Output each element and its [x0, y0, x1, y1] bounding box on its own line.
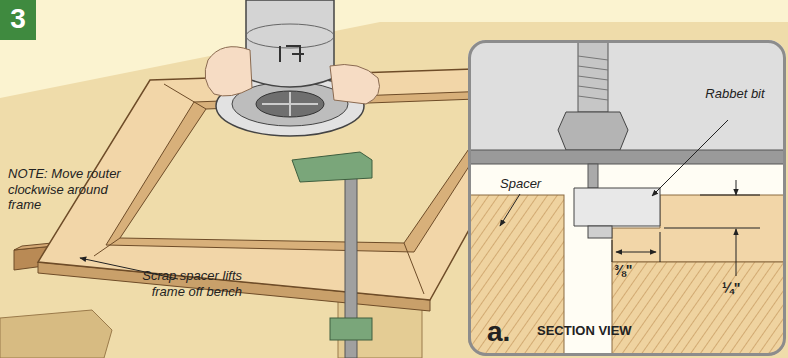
view-letter: a. [487, 315, 527, 349]
extension-line [700, 195, 760, 196]
note-text: NOTE: Move router clockwise around frame [8, 166, 136, 213]
extension-line [660, 232, 661, 262]
base-plate [468, 150, 786, 164]
collet-thread [578, 56, 608, 100]
extension-line [612, 240, 613, 262]
part-label: Spacer [500, 176, 560, 192]
dimension: ⅜" [614, 262, 654, 279]
section-view [468, 40, 786, 356]
right-hand [330, 65, 380, 105]
rabbet-ledge [106, 90, 518, 252]
router-motor [246, 0, 334, 87]
router-body [468, 40, 786, 152]
bench-edge [0, 310, 112, 358]
view-title: SECTION VIEW [537, 323, 657, 339]
step-number-box: 3 [0, 0, 36, 40]
clamp-head [292, 152, 372, 182]
router-opening [256, 91, 324, 117]
bench-top [0, 22, 788, 358]
leader-line [652, 120, 728, 196]
rabbet-cutter [574, 188, 660, 226]
bit-shank [588, 164, 598, 188]
part-label: Rabbet bit [700, 86, 770, 102]
dimension-line [736, 180, 737, 195]
dimension-line [736, 229, 737, 276]
router-collar [246, 24, 334, 48]
spacer-block [612, 262, 786, 356]
leader-line [500, 194, 520, 226]
left-hand [205, 47, 252, 96]
callout-text: Scrap spacer lifts frame off bench [140, 268, 242, 299]
router-bit [262, 92, 318, 116]
clamp-jaw [330, 318, 372, 340]
dimension-line [616, 252, 656, 253]
router-logo [280, 46, 304, 62]
dimension: ¼" [722, 280, 762, 297]
bit-bearing [588, 226, 612, 238]
frame-joint [164, 84, 206, 109]
extension-line [664, 228, 760, 229]
frame-joint [404, 243, 424, 294]
collet-shaft [578, 40, 608, 112]
step-number: 3 [0, 2, 36, 36]
collet-nut [558, 112, 628, 150]
frame-joint [94, 238, 120, 256]
